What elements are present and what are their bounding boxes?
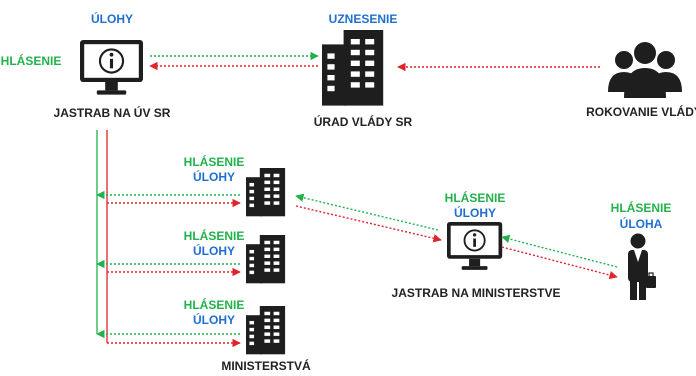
label-jm-ulohy: ÚLOHY (454, 205, 496, 220)
label-jastrab-ministerstve: JASTRAB NA MINISTERSTVE (392, 286, 561, 300)
label-hlasenie-left: HLÁSENIE (1, 53, 62, 68)
label-uznesenie: UZNESENIE (329, 12, 398, 26)
monitor-info-icon (78, 38, 145, 96)
label-m2-ulohy: ÚLOHY (193, 243, 235, 258)
label-jm-hlasenie: HLÁSENIE (445, 190, 506, 205)
label-urad-vlady: ÚRAD VLÁDY SR (314, 114, 413, 129)
label-jastrab-uv: JASTRAB NA ÚV SR (54, 105, 171, 120)
label-m1-hlasenie: HLÁSENIE (184, 154, 245, 169)
label-ministerstva: MINISTERSTVÁ (221, 358, 311, 373)
label-rokovanie-vlady: ROKOVANIE VLÁDY (586, 104, 696, 119)
office-building-icon (322, 30, 384, 106)
label-person-hlasenie: HLÁSENIE (611, 200, 672, 215)
office-building-icon (246, 168, 286, 217)
people-group-icon (608, 42, 682, 98)
monitor-info-icon (446, 221, 504, 271)
businessman-icon (628, 233, 656, 300)
label-m3-hlasenie: HLÁSENIE (184, 297, 245, 312)
label-m2-hlasenie: HLÁSENIE (184, 228, 245, 243)
label-person-uloha: ÚLOHA (620, 216, 663, 231)
arrow-jm-ulohy (295, 205, 442, 243)
label-ulohy-top: ÚLOHY (91, 11, 133, 26)
label-m3-ulohy: ÚLOHY (193, 312, 235, 327)
office-building-icon (246, 306, 286, 355)
label-m1-ulohy: ÚLOHY (193, 169, 235, 184)
office-building-icon (246, 235, 286, 284)
arrow-jm-hlasenie (295, 193, 439, 231)
